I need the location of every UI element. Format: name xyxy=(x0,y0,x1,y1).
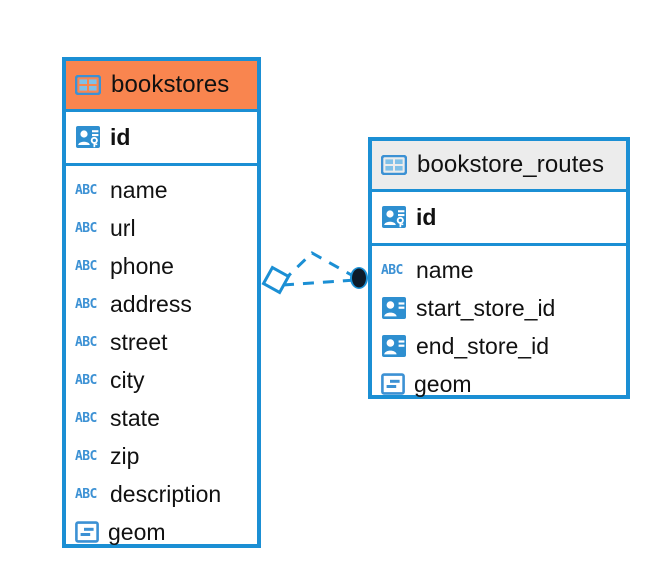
field-row-primary-key[interactable]: id xyxy=(66,118,257,156)
field-label: geom xyxy=(108,518,166,545)
entity-title-bookstore-routes: bookstore_routes xyxy=(417,151,605,178)
field-label: street xyxy=(110,328,168,355)
field-row-description[interactable]: ABC description xyxy=(66,475,257,513)
field-row-state[interactable]: ABC state xyxy=(66,399,257,437)
field-row-city[interactable]: ABC city xyxy=(66,361,257,399)
table-icon xyxy=(381,155,407,175)
field-row-street[interactable]: ABC street xyxy=(66,323,257,361)
field-label: phone xyxy=(110,252,174,279)
field-row-name[interactable]: ABC name xyxy=(66,171,257,209)
field-label: address xyxy=(110,290,192,317)
field-row-url[interactable]: ABC url xyxy=(66,209,257,247)
field-row-phone[interactable]: ABC phone xyxy=(66,247,257,285)
text-type-icon: ABC xyxy=(75,486,97,502)
field-label: geom xyxy=(414,370,472,397)
text-type-icon: ABC xyxy=(75,372,97,388)
field-name-primary-key: id xyxy=(110,123,131,150)
primary-key-icon xyxy=(382,206,406,228)
entity-table-bookstores[interactable]: bookstores id ABC name xyxy=(62,57,261,548)
field-label: description xyxy=(110,480,222,507)
table-icon xyxy=(75,75,101,95)
field-row-address[interactable]: ABC address xyxy=(66,285,257,323)
field-row-start-store-id[interactable]: start_store_id xyxy=(372,289,626,327)
field-row-end-store-id[interactable]: end_store_id xyxy=(372,327,626,365)
relationship-line-lower xyxy=(282,278,356,287)
text-type-icon: ABC xyxy=(75,448,97,464)
text-type-icon: ABC xyxy=(75,220,97,236)
primary-key-icon xyxy=(76,126,100,148)
foreign-key-icon xyxy=(382,297,406,319)
primary-key-section-bookstores: id xyxy=(66,109,257,166)
field-row-zip[interactable]: ABC zip xyxy=(66,437,257,475)
relationship-line-upper xyxy=(281,251,356,283)
text-type-icon: ABC xyxy=(381,262,403,278)
foreign-key-icon xyxy=(382,335,406,357)
text-type-icon: ABC xyxy=(75,334,97,350)
field-row-geom[interactable]: geom xyxy=(66,513,257,551)
entity-header-bookstore-routes[interactable]: bookstore_routes xyxy=(372,141,626,189)
field-label: state xyxy=(110,404,160,431)
text-type-icon: ABC xyxy=(75,410,97,426)
primary-key-section-bookstore-routes: id xyxy=(372,189,626,246)
field-row-geom[interactable]: geom xyxy=(372,365,626,403)
field-label: city xyxy=(110,366,145,393)
relationship-source-diamond-icon xyxy=(261,265,291,295)
entity-title-bookstores: bookstores xyxy=(111,71,230,98)
field-label: name xyxy=(110,176,168,203)
text-type-icon: ABC xyxy=(75,296,97,312)
geometry-type-icon xyxy=(75,521,99,543)
field-label: start_store_id xyxy=(416,294,556,321)
field-row-name[interactable]: ABC name xyxy=(372,251,626,289)
entity-table-bookstore-routes[interactable]: bookstore_routes id ABC name xyxy=(368,137,630,399)
field-label: end_store_id xyxy=(416,332,549,359)
field-label: name xyxy=(416,256,474,283)
field-label: url xyxy=(110,214,136,241)
field-label: zip xyxy=(110,442,140,469)
text-type-icon: ABC xyxy=(75,182,97,198)
field-name-primary-key: id xyxy=(416,203,437,230)
entity-header-bookstores[interactable]: bookstores xyxy=(66,61,257,109)
field-row-primary-key[interactable]: id xyxy=(372,198,626,236)
field-list-bookstores: ABC name ABC url ABC phone ABC address A… xyxy=(66,166,257,557)
relationship-target-circle-icon xyxy=(350,267,368,289)
geometry-type-icon xyxy=(381,373,405,395)
text-type-icon: ABC xyxy=(75,258,97,274)
field-list-bookstore-routes: ABC name start_store_id end_store_id xyxy=(372,246,626,409)
